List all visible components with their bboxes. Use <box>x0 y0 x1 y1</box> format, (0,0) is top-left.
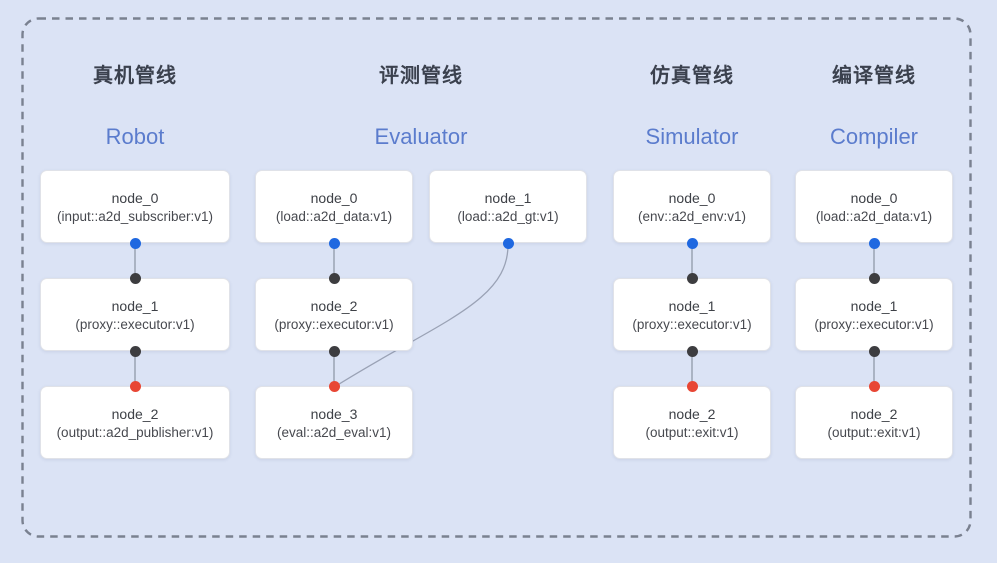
node-param: (load::a2d_data:v1) <box>815 208 933 224</box>
graph-node-evaluator-1: node_1 (load::a2d_gt:v1) <box>429 170 587 243</box>
node-name: node_1 <box>111 297 159 314</box>
mid-port-dot <box>328 272 340 284</box>
output-port-dot <box>868 237 880 249</box>
node-name: node_2 <box>668 405 716 422</box>
mid-port-dot <box>686 272 698 284</box>
node-name: node_0 <box>310 189 358 206</box>
graph-node-compiler-1: node_1 (proxy::executor:v1) <box>795 278 953 351</box>
node-name: node_2 <box>310 297 358 314</box>
mid-port-dot <box>328 345 340 357</box>
pipeline-title-en-simulator: Simulator <box>645 124 739 149</box>
graph-node-evaluator-3: node_3 (eval::a2d_eval:v1) <box>255 386 413 459</box>
graph-node-simulator-0: node_0 (env::a2d_env:v1) <box>613 170 771 243</box>
output-port-dot <box>502 237 514 249</box>
pipeline-title-en-compiler: Compiler <box>829 124 919 149</box>
node-param: (output::a2d_publisher:v1) <box>56 424 214 440</box>
pipeline-title-zh-compiler: 编译管线 <box>832 65 916 87</box>
graph-node-evaluator-0: node_0 (load::a2d_data:v1) <box>255 170 413 243</box>
pipeline-title-zh-robot: 真机管线 <box>93 65 177 87</box>
pipeline-title-en-robot: Robot <box>105 124 165 149</box>
mid-port-dot <box>868 345 880 357</box>
node-name: node_0 <box>111 189 159 206</box>
node-param: (input::a2d_subscriber:v1) <box>56 208 214 224</box>
node-name: node_2 <box>111 405 159 422</box>
mid-port-dot <box>868 272 880 284</box>
node-param: (proxy::executor:v1) <box>814 316 934 332</box>
mid-port-dot <box>129 345 141 357</box>
node-param: (load::a2d_data:v1) <box>275 208 393 224</box>
graph-node-compiler-0: node_0 (load::a2d_data:v1) <box>795 170 953 243</box>
node-param: (eval::a2d_eval:v1) <box>276 424 392 440</box>
output-port-dot <box>328 237 340 249</box>
edge-curve <box>335 244 509 387</box>
graph-node-simulator-1: node_1 (proxy::executor:v1) <box>613 278 771 351</box>
node-param: (output::exit:v1) <box>645 424 739 440</box>
node-param: (proxy::executor:v1) <box>75 316 195 332</box>
node-name: node_0 <box>850 189 898 206</box>
node-name: node_1 <box>668 297 716 314</box>
node-name: node_2 <box>850 405 898 422</box>
output-port-dot <box>129 237 141 249</box>
node-name: node_1 <box>850 297 898 314</box>
node-param: (proxy::executor:v1) <box>274 316 394 332</box>
node-name: node_1 <box>484 189 532 206</box>
node-param: (proxy::executor:v1) <box>632 316 752 332</box>
node-param: (output::exit:v1) <box>827 424 921 440</box>
graph-node-robot-1: node_1 (proxy::executor:v1) <box>40 278 230 351</box>
node-name: node_3 <box>310 405 358 422</box>
graph-node-simulator-2: node_2 (output::exit:v1) <box>613 386 771 459</box>
node-param: (load::a2d_gt:v1) <box>457 208 559 224</box>
pipeline-title-en-evaluator: Evaluator <box>374 124 468 149</box>
mid-port-dot <box>686 345 698 357</box>
input-port-dot <box>868 380 880 392</box>
pipeline-title-zh-simulator: 仿真管线 <box>650 65 734 87</box>
input-port-dot <box>129 380 141 392</box>
node-name: node_0 <box>668 189 716 206</box>
graph-node-evaluator-2: node_2 (proxy::executor:v1) <box>255 278 413 351</box>
node-param: (env::a2d_env:v1) <box>637 208 747 224</box>
graph-node-robot-0: node_0 (input::a2d_subscriber:v1) <box>40 170 230 243</box>
mid-port-dot <box>129 272 141 284</box>
dashed-border <box>21 17 972 538</box>
pipeline-title-zh-evaluator: 评测管线 <box>379 65 463 87</box>
graph-node-robot-2: node_2 (output::a2d_publisher:v1) <box>40 386 230 459</box>
output-port-dot <box>686 237 698 249</box>
input-port-dot <box>328 380 340 392</box>
input-port-dot <box>686 380 698 392</box>
graph-node-compiler-2: node_2 (output::exit:v1) <box>795 386 953 459</box>
